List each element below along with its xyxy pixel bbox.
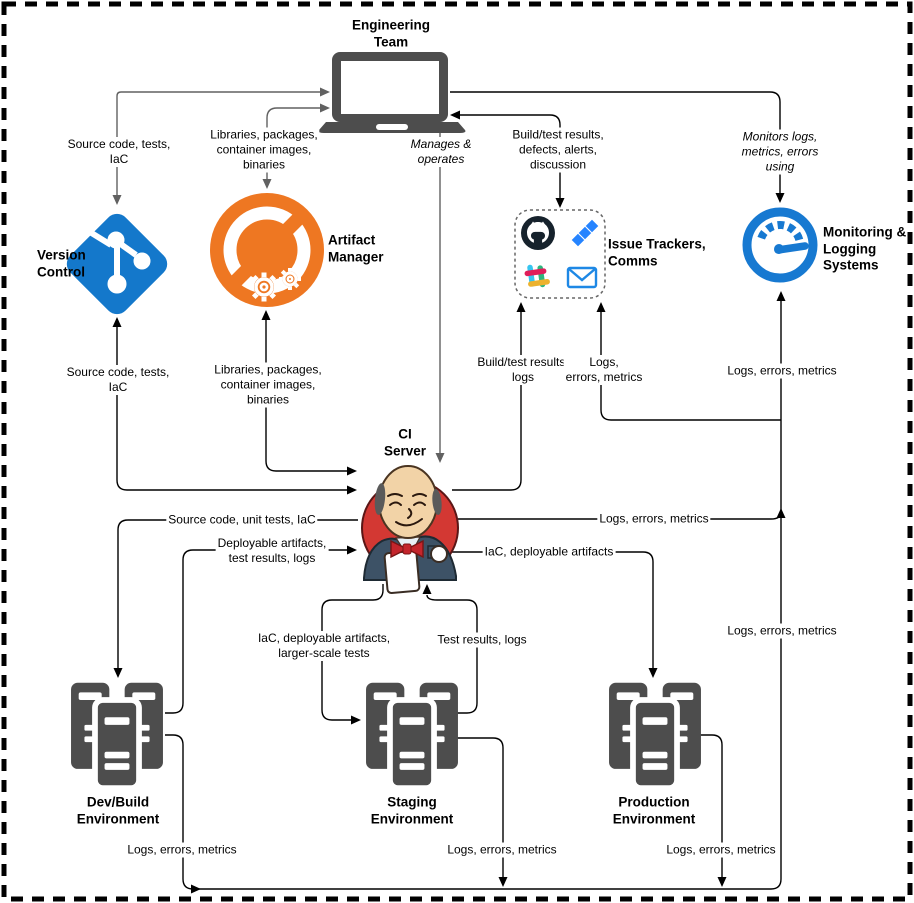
edge-label-ci-prod: IaC, deployable artifacts	[482, 544, 616, 560]
edge-eng-monitoring	[450, 91, 781, 195]
edge-label-logs-mon-lower: Logs, errors, metrics	[725, 623, 839, 639]
mail-icon	[566, 266, 598, 289]
jira-icon	[570, 218, 600, 248]
edge-ci-dev	[117, 519, 358, 670]
edge-dev-logs	[165, 734, 194, 890]
edge-label-vc-ci: Source code, tests, IaC	[64, 365, 172, 395]
edge-label-prod-logs: Logs, errors, metrics	[664, 842, 778, 858]
gauge-icon	[742, 207, 818, 283]
laptop-icon	[318, 52, 466, 133]
edge-staging-logs	[457, 737, 504, 877]
edge-label-staging-logs: Logs, errors, metrics	[445, 842, 559, 858]
edge-dev-ci	[165, 549, 349, 714]
edge-vc-ci	[116, 325, 349, 491]
node-title-engineering-team: Engineering Team	[351, 17, 431, 50]
edge-ci-prod	[452, 551, 654, 670]
node-title-issue-trackers: Issue Trackers, Comms	[608, 236, 706, 269]
node-title-monitoring: Monitoring & Logging Systems	[823, 224, 907, 273]
edge-eng-version-control	[116, 91, 322, 197]
node-title-artifact-manager: Artifact Manager	[328, 232, 384, 265]
edge-label-manages: Manages & operates	[408, 137, 474, 167]
edge-label-logs-mon-upper: Logs, errors, metrics	[725, 363, 839, 379]
edge-logs-issues	[600, 310, 781, 421]
edge-am-ci	[265, 318, 349, 472]
edge-label-monitors: Monitors logs, metrics, errors using	[739, 129, 821, 175]
edge-ci-issues	[452, 310, 522, 491]
edge-label-eng-vc: Source code, tests, IaC	[65, 137, 173, 167]
edge-ci-staging	[321, 584, 384, 721]
server-icon-staging	[366, 683, 458, 788]
edge-issues-eng	[458, 114, 561, 200]
edge-label-ci-logs: Logs, errors, metrics	[597, 511, 711, 527]
edge-label-staging-ci: Test results, logs	[435, 632, 529, 648]
edge-label-dev-ci: Deployable artifacts, test results, logs	[215, 536, 329, 566]
server-icon-prod	[609, 683, 701, 788]
gear-icon	[249, 272, 279, 302]
slack-icon	[524, 264, 550, 288]
artifact-manager-icon	[210, 193, 324, 307]
edge-label-ci-dev: Source code, unit tests, IaC	[166, 512, 318, 528]
github-icon	[521, 216, 555, 250]
jenkins-icon	[361, 465, 459, 594]
connectors-gray	[116, 91, 441, 455]
gear-icon	[279, 268, 301, 290]
arrowheads-black	[112, 110, 786, 894]
edge-prod-logs	[700, 734, 723, 877]
node-title-prod-env: Production Environment	[612, 794, 696, 827]
edge-log-collector	[193, 299, 782, 890]
node-title-staging-env: Staging Environment	[370, 794, 454, 827]
connectors-black	[116, 91, 782, 890]
issue-trackers-box	[514, 209, 606, 299]
node-title-dev-env: Dev/Build Environment	[76, 794, 160, 827]
edge-staging-ci	[426, 594, 478, 714]
edge-label-dev-logs: Logs, errors, metrics	[125, 842, 239, 858]
edge-label-am-ci: Libraries, packages, container images, b…	[212, 362, 324, 408]
node-title-ci-server: CI Server	[383, 426, 427, 459]
node-title-version-control: Version Control	[37, 247, 86, 280]
server-icon-dev	[71, 683, 163, 788]
edge-eng-artifact-manager	[266, 107, 322, 181]
edge-label-issues-eng: Build/test results, defects, alerts, dis…	[510, 127, 606, 173]
edge-label-ci-issues: Build/test results, logs	[475, 355, 571, 385]
edge-label-ci-staging: IaC, deployable artifacts, larger-scale …	[255, 631, 393, 661]
git-icon	[66, 213, 168, 315]
edge-label-logs-issues: Logs, errors, metrics	[563, 355, 645, 385]
arrowheads-gray	[112, 87, 445, 463]
edge-label-eng-am: Libraries, packages, container images, b…	[208, 127, 320, 173]
